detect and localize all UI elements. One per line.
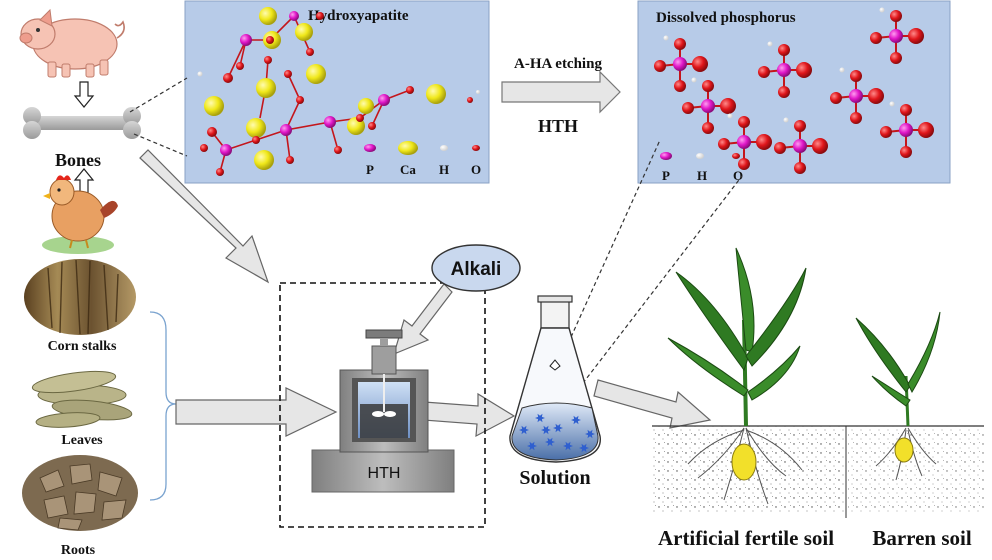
legend-p-label: P	[366, 162, 374, 177]
fertile-soil-block	[652, 425, 984, 518]
legend-hydrogen-swatch	[696, 153, 704, 159]
biomass-bracket	[149, 311, 177, 501]
legend-h-label: H	[439, 162, 449, 177]
reactor-label: HTH	[368, 465, 401, 482]
method-label: HTH	[538, 116, 578, 136]
arrow-reactor-to-flask	[422, 392, 516, 438]
phosphate-molecules	[654, 7, 934, 174]
etching-label: A-HA etching	[514, 56, 602, 72]
legend-p-label: P	[662, 168, 670, 183]
roots-photo	[22, 455, 138, 531]
legend-phosphorus-swatch	[364, 144, 376, 152]
chicken-illustration	[42, 175, 118, 254]
solution-label: Solution	[519, 467, 590, 489]
arrow-alkali-to-reactor	[393, 283, 453, 356]
hydroxyapatite-panel: Hydroxyapatite	[184, 0, 490, 184]
fertile-soil-label: Artificial fertile soil	[658, 526, 834, 550]
legend-o-label: O	[471, 162, 481, 177]
down-arrow-pig-to-bones	[73, 81, 95, 108]
corn-stalks-photo	[24, 259, 136, 335]
leaves-label: Leaves	[61, 433, 103, 448]
arrow-biomass-to-reactor	[175, 387, 338, 437]
alkali-label: Alkali	[451, 259, 502, 280]
hydroxyapatite-title: Hydroxyapatite	[308, 8, 409, 24]
legend-calcium-swatch	[398, 141, 418, 155]
arrow-flask-to-soil	[593, 379, 712, 429]
legend-oxygen-swatch	[472, 145, 480, 151]
barren-soil-label: Barren soil	[872, 526, 972, 550]
fertile-plant	[667, 247, 807, 505]
legend-ca-label: Ca	[400, 162, 416, 177]
dissolved-title: Dissolved phosphorus	[656, 10, 796, 26]
legend-oxygen-swatch	[732, 153, 740, 159]
alkali-bubble	[431, 244, 521, 292]
etching-arrow	[501, 70, 621, 114]
legend-hydrogen-swatch	[440, 145, 448, 151]
bone-illustration	[23, 107, 141, 139]
barren-plant	[855, 311, 941, 481]
legend-phosphorus-swatch	[660, 152, 672, 160]
arrow-bones-to-reactor	[139, 149, 270, 284]
zoom-lines-bone	[129, 77, 188, 157]
roots-label: Roots	[61, 543, 96, 558]
barren-soil-block	[848, 426, 984, 512]
hydrothermal-reactor	[311, 329, 455, 493]
reactor-dashed-frame	[279, 282, 486, 528]
bones-label: Bones	[55, 150, 101, 170]
pig-illustration	[19, 8, 125, 78]
corn-stalks-label: Corn stalks	[48, 339, 117, 354]
dissolved-particles	[519, 413, 595, 453]
leaves-photo	[31, 370, 133, 428]
legend-h-label: H	[697, 168, 707, 183]
dissolved-legend: P H O	[660, 152, 743, 183]
up-arrow-chicken-to-bones	[73, 168, 95, 195]
erlenmeyer-flask	[509, 295, 601, 463]
legend-o-label: O	[733, 168, 743, 183]
